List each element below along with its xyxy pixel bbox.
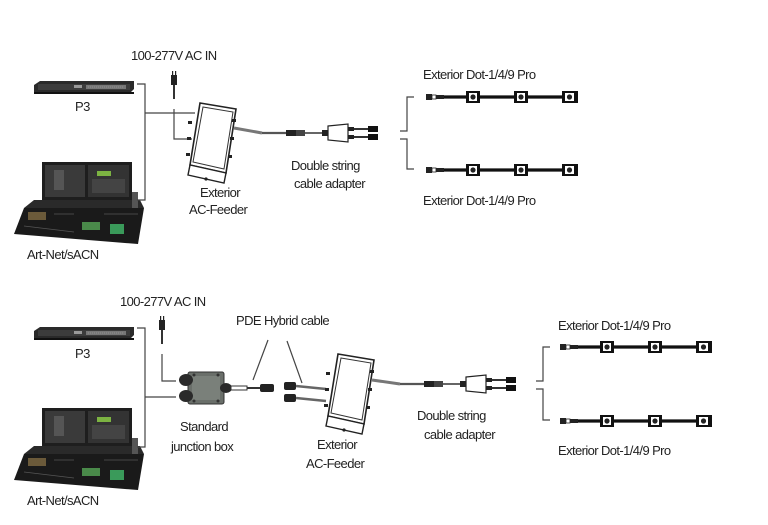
power-input-label: 100-277V AC IN — [120, 294, 206, 309]
section-top: P3 Art-Net/sACN 100-277V AC IN Exterior … — [13, 48, 580, 262]
feeder-label-line2: AC-Feeder — [306, 456, 365, 471]
fixture-label-lower: Exterior Dot-1/4/9 Pro — [558, 443, 671, 458]
fixture-label-lower: Exterior Dot-1/4/9 Pro — [423, 193, 536, 208]
junction-label-line1: Standard — [180, 419, 228, 434]
power-wire — [173, 109, 192, 140]
feeder-output-cable — [233, 126, 263, 135]
adapter-label-line2: cable adapter — [294, 176, 366, 191]
led-dot-string-icon — [424, 162, 580, 178]
branch-wire-upper — [400, 96, 414, 132]
rack-server-icon — [33, 326, 135, 341]
lighting-console-icon — [13, 161, 145, 245]
power-wire — [161, 354, 176, 382]
hybrid-cable-label: PDE Hybrid cable — [236, 313, 329, 328]
ac-feeder-box-icon — [323, 353, 375, 435]
y-cable-adapter-icon — [398, 373, 518, 395]
ac-feeder-box-icon — [185, 102, 237, 184]
junction-box-icon — [178, 371, 233, 405]
branch-wire-upper — [536, 346, 550, 382]
led-dot-string-icon — [558, 413, 714, 429]
hybrid-cable-icon — [230, 382, 327, 403]
lighting-console-icon — [13, 407, 145, 491]
feeder-output-cable — [371, 378, 401, 386]
console-label: Art-Net/sACN — [27, 493, 99, 508]
fixture-label-upper: Exterior Dot-1/4/9 Pro — [423, 67, 536, 82]
controller-bracket — [137, 83, 146, 201]
feeder-label-line2: AC-Feeder — [189, 202, 248, 217]
power-input-label: 100-277V AC IN — [131, 48, 217, 63]
controller-bracket — [137, 327, 146, 448]
junction-label-line2: junction box — [170, 439, 234, 454]
adapter-label-line1: Double string — [291, 158, 360, 173]
fixture-label-upper: Exterior Dot-1/4/9 Pro — [558, 318, 671, 333]
adapter-label-line1: Double string — [417, 408, 486, 423]
p3-label: P3 — [75, 99, 90, 114]
section-bottom: P3 Art-Net/sACN 100-277V AC IN Standard … — [13, 294, 714, 508]
hybrid-cable-pointer — [286, 340, 303, 384]
adapter-label-line2: cable adapter — [424, 427, 496, 442]
branch-wire-lower — [536, 388, 550, 421]
feeder-label-line1: Exterior — [200, 185, 241, 200]
console-label: Art-Net/sACN — [27, 247, 99, 262]
power-plug-icon — [159, 316, 165, 344]
hybrid-cable-pointer — [252, 339, 269, 381]
branch-wire-lower — [400, 138, 414, 170]
power-plug-icon — [171, 71, 177, 99]
y-cable-adapter-icon — [260, 122, 380, 144]
p3-label: P3 — [75, 346, 90, 361]
led-dot-string-icon — [558, 339, 714, 355]
led-dot-string-icon — [424, 89, 580, 105]
rack-server-icon — [33, 80, 135, 95]
feeder-label-line1: Exterior — [317, 437, 358, 452]
